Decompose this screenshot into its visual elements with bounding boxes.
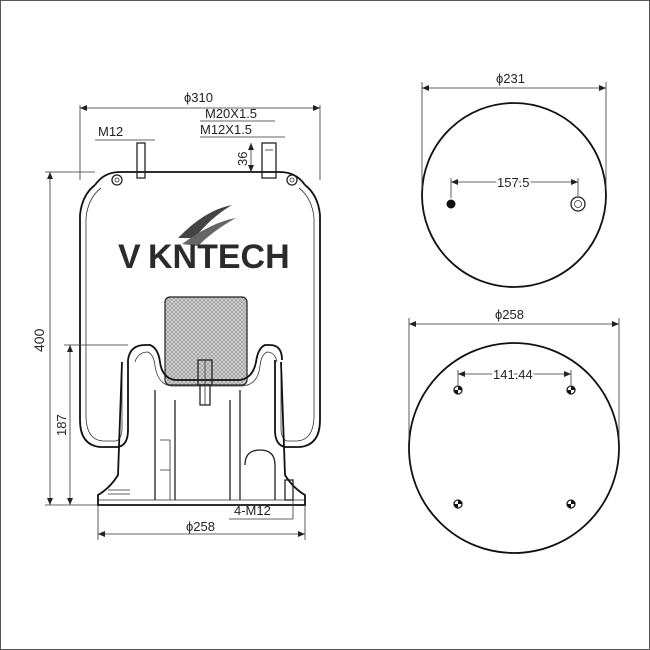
dim-label-piston-height: 187	[54, 414, 69, 436]
bottom-view: ϕ258 141.44	[408, 307, 620, 554]
air-fitting-hole	[570, 196, 586, 212]
bellows-left	[79, 184, 129, 448]
piston-inner-ribs	[174, 400, 231, 500]
dim-label-base-diameter: ϕ258	[186, 519, 215, 534]
stud-m12	[136, 142, 146, 179]
bottom-view-circle	[408, 342, 620, 554]
side-view: V KNTECH ϕ310 M12 M20X1.5 M12X1.5 36 400…	[31, 90, 321, 540]
crimp-bead-right	[286, 174, 298, 186]
dim-label-hole-spacing-bottom: 141.44	[493, 367, 533, 382]
bellows-right	[274, 184, 321, 448]
bellows-right-inner	[280, 187, 315, 442]
bellows-left-inner	[85, 187, 123, 442]
dim-label-m12-fine: M12X1.5	[200, 122, 252, 137]
piston-detail-left	[108, 489, 130, 495]
base-bolt	[284, 479, 294, 501]
logo-swoosh-2	[182, 218, 236, 246]
bolt-hole-bottom-right	[566, 499, 576, 509]
piston-arch	[244, 449, 276, 500]
crimp-bead-left-inner	[114, 177, 120, 183]
crimp-bead-left	[111, 174, 123, 186]
dim-label-hole-spacing-top: 157.5	[497, 175, 530, 190]
stud-air-fitting	[261, 142, 277, 179]
top-plate	[94, 171, 306, 186]
dim-label-overall-height: 400	[31, 328, 47, 352]
logo-initial: V	[118, 238, 141, 276]
piston-detail-center	[160, 439, 171, 500]
bumper-pad	[164, 296, 248, 386]
piston-top-inner	[134, 351, 278, 387]
bolt-hole-top-right	[566, 385, 576, 395]
dim-label-stud-height: 36	[235, 152, 250, 166]
logo-swoosh-1	[178, 205, 232, 238]
dim-label-top-width: ϕ310	[184, 90, 213, 105]
top-view-circle	[421, 102, 607, 288]
bolt-hole-top-left	[453, 385, 463, 395]
crimp-bead-right-inner	[289, 177, 295, 183]
bolt-hole-bottom-left	[453, 499, 463, 509]
piston-body	[97, 361, 306, 506]
piston-inner-walls	[154, 390, 241, 500]
stud-hole-m12	[446, 199, 456, 209]
dim-label-top-diameter: ϕ231	[496, 71, 525, 86]
top-view: ϕ231 157.5	[421, 71, 607, 288]
logo-text: KNTECH	[148, 238, 290, 276]
dim-label-bottom-diameter: ϕ258	[495, 307, 524, 322]
dim-label-m20: M20X1.5	[205, 106, 257, 121]
air-fitting-hole-inner	[574, 200, 582, 208]
dim-label-base-bolts: 4-M12	[234, 503, 271, 518]
piston-top	[127, 344, 283, 381]
dim-label-m12: M12	[98, 124, 123, 139]
